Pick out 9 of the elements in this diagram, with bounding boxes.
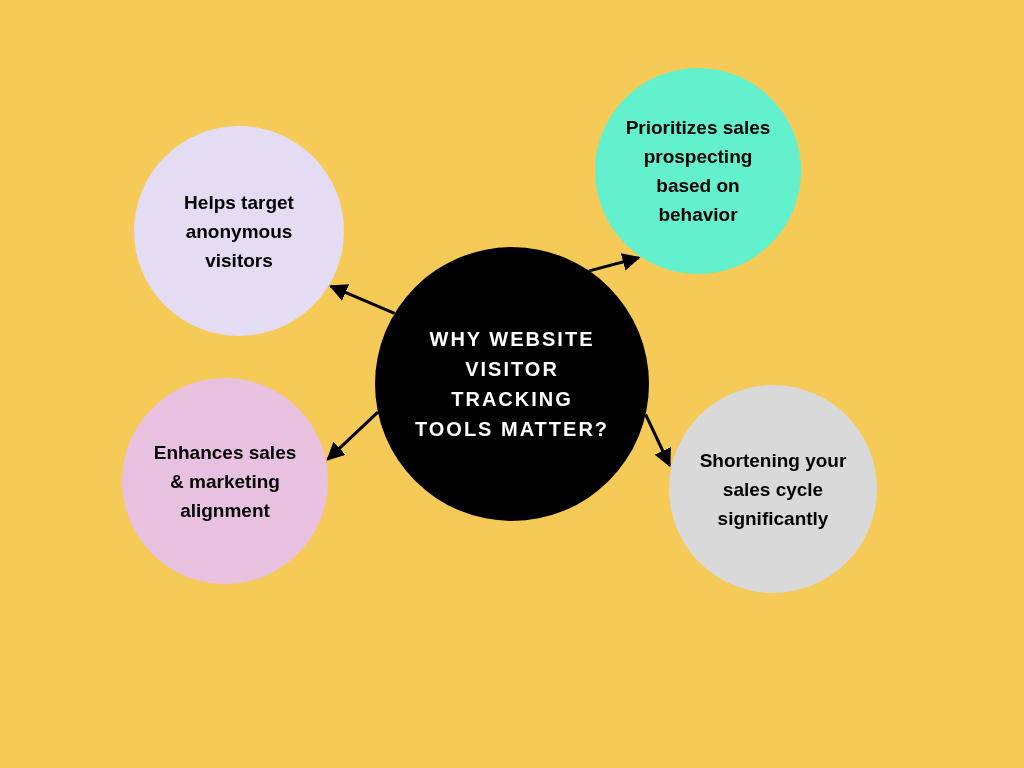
circle-label: Shortening your sales cycle significantly <box>698 448 848 531</box>
circle-label: Prioritizes sales prospecting based on behavior <box>624 116 772 227</box>
arrow <box>326 411 379 461</box>
arrow <box>588 253 641 273</box>
circle-label: Enhances sales & marketing alignment <box>152 440 298 523</box>
circle-label: Helps target anonymous visitors <box>183 190 295 273</box>
arrow <box>329 284 396 315</box>
arrow <box>644 413 671 468</box>
circle-label: WHY WEBSITE VISITOR TRACKING TOOLS MATTER? <box>413 327 611 442</box>
